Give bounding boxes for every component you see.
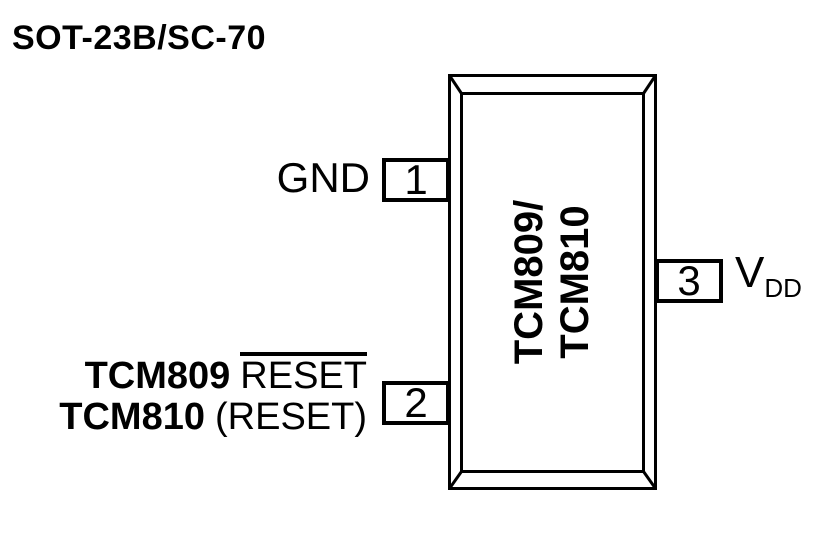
vdd-subscript: DD [764, 273, 802, 303]
bevel-line-top-right [642, 74, 657, 95]
chip-part-number: TCM809/ TCM810 [506, 182, 598, 382]
pin2-label-line2: TCM810(RESET) [59, 397, 367, 438]
bevel-line-top-left [448, 74, 463, 95]
package-title: SOT-23B/SC-70 [12, 19, 267, 57]
reset-overline [240, 352, 367, 356]
pin1-number: 1 [404, 156, 428, 203]
pin2-device-tcm810: TCM810 [59, 396, 205, 438]
vdd-symbol: V [735, 248, 765, 297]
pin3-number: 3 [677, 257, 701, 304]
chip-inner-rect [460, 92, 645, 473]
pin1-box: 1 [382, 158, 450, 202]
chip-part-number-line1: TCM809/ [507, 199, 551, 365]
bevel-line-bottom-right [642, 470, 657, 490]
pin1-label-gnd: GND [276, 154, 370, 201]
pin3-label-vdd: VDD [735, 250, 802, 311]
pin2-signal-reset: RESET [240, 355, 367, 397]
chip-part-number-line2: TCM810 [553, 205, 597, 359]
bevel-line-bottom-left [448, 470, 463, 490]
pin2-box: 2 [382, 381, 450, 425]
pin2-signal-reset-paren: (RESET) [215, 396, 367, 438]
pin3-box: 3 [655, 259, 723, 303]
pin2-number: 2 [404, 379, 428, 426]
pin2-device-tcm809: TCM809 [84, 355, 231, 397]
